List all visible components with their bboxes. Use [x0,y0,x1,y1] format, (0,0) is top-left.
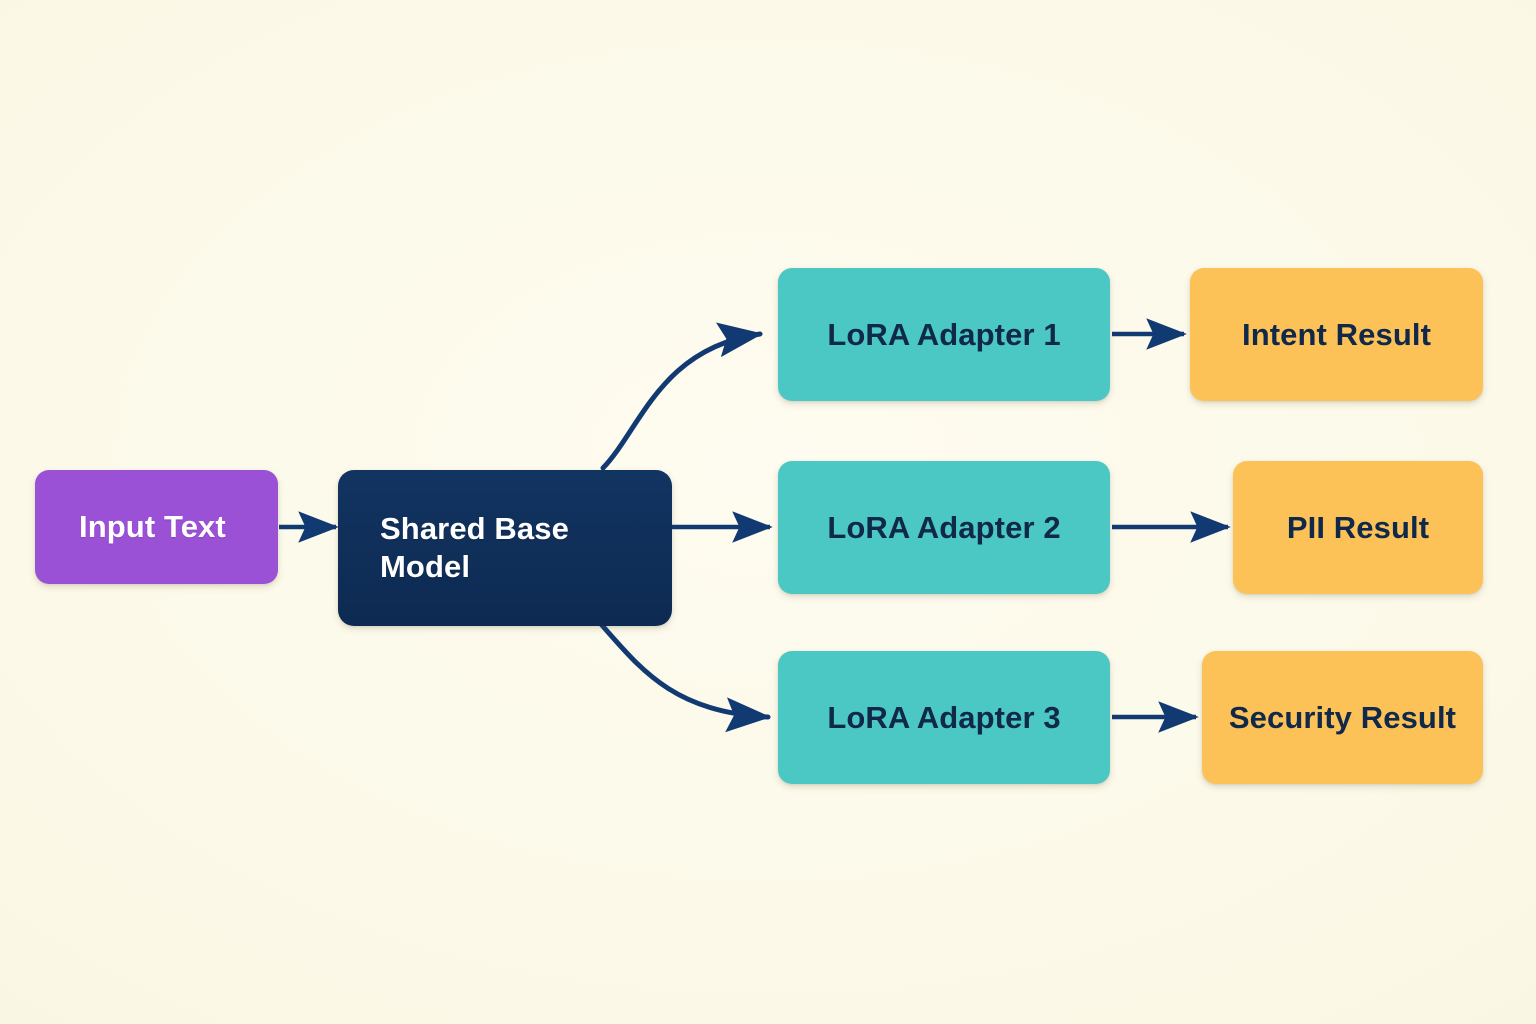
node-security-result-label: Security Result [1228,699,1457,735]
node-lora-adapter-1[interactable]: LoRA Adapter 1 [778,268,1110,401]
node-intent-result[interactable]: Intent Result [1190,268,1483,401]
node-pii-result[interactable]: PII Result [1233,461,1483,594]
node-pii-result-label: PII Result [1286,509,1430,545]
node-lora-adapter-3-label: LoRA Adapter 3 [827,699,1061,735]
edge-base-to-adapter-3 [597,620,771,733]
node-intent-result-label: Intent Result [1241,316,1432,352]
node-lora-adapter-1-label: LoRA Adapter 1 [827,316,1061,352]
node-input-text[interactable]: Input Text [35,470,278,584]
edge-base-to-adapter-1 [600,322,763,471]
node-shared-base-model[interactable]: Shared Base Model [338,470,672,626]
node-input-text-label: Input Text [79,509,226,545]
node-security-result[interactable]: Security Result [1202,651,1483,784]
node-shared-base-model-label: Shared Base Model [380,511,569,584]
node-lora-adapter-3[interactable]: LoRA Adapter 3 [778,651,1110,784]
node-lora-adapter-2[interactable]: LoRA Adapter 2 [778,461,1110,594]
node-lora-adapter-2-label: LoRA Adapter 2 [827,509,1061,545]
